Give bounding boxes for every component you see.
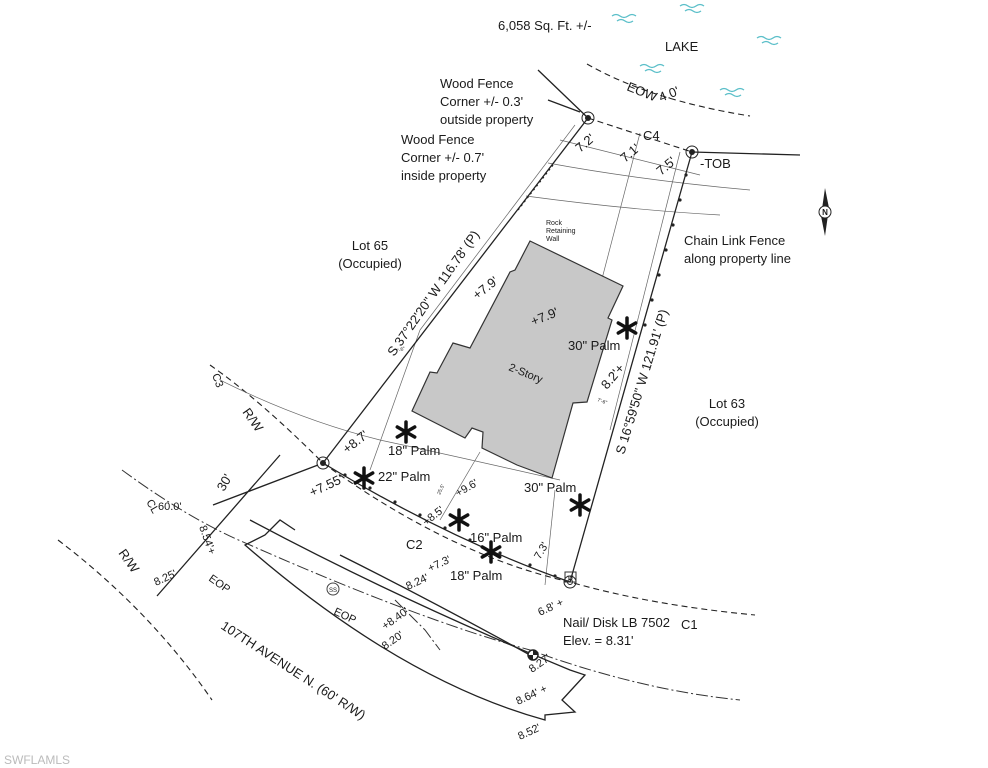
retaining-wall-line2: Retaining (546, 228, 576, 235)
corner-monument-ne (685, 145, 699, 159)
lot65-line1: Lot 65 (352, 238, 388, 253)
fence-inside-line2: Corner +/- 0.7' (401, 150, 484, 165)
right-of-way-label-north: R/W (240, 405, 267, 435)
benchmark-icon (527, 649, 539, 661)
right-of-way-line-south (57, 539, 213, 701)
elev-7-3-east: 7.3' (532, 540, 551, 561)
watermark: SWFLAMLS (4, 753, 70, 767)
setback-note-front: 25.5' (436, 484, 446, 496)
elev-7-3-front: +7.3' (426, 554, 453, 575)
curve-c1-label: C1 (681, 617, 698, 632)
road-dashdot (394, 599, 441, 651)
curve-c2-label: C2 (406, 537, 423, 552)
retaining-wall-line1: Rock (546, 220, 562, 227)
palm-icon (395, 420, 417, 444)
rear-dim-3: 7.5' (653, 154, 678, 179)
eop-label-south: EOP (206, 573, 232, 596)
lake-label: LAKE (665, 39, 699, 54)
edge-of-pavement-north (339, 554, 531, 656)
road-pavement (243, 519, 587, 721)
dimension-lines (156, 454, 319, 597)
right-of-way-label-south: R/W (116, 546, 143, 576)
fence-inside-line3: inside property (401, 168, 487, 183)
chain-link-line2: along property line (684, 251, 791, 266)
svg-text:W: W (568, 576, 574, 582)
chain-link-fence-posts (343, 173, 688, 578)
curve-c3-label: C3 (209, 372, 225, 389)
bearing-west-line: S 37°22'20" W 116.78' (P) (384, 228, 482, 359)
elev-8-24: 8.24' (404, 572, 430, 593)
fence-outside-line3: outside property (440, 112, 534, 127)
setback-note-west: 7'-6" (395, 346, 407, 355)
elev-8-2: 8.2'+ (598, 361, 628, 392)
building-footprint (411, 240, 624, 479)
elev-7-55: +7.55' (307, 471, 345, 500)
top-of-bank-line (691, 151, 801, 156)
fence-outside-line1: Wood Fence (440, 76, 513, 91)
palm-icon (448, 508, 470, 532)
lot63-line2: (Occupied) (695, 414, 759, 429)
palm-icon (480, 540, 502, 564)
tob-label: -TOB (700, 156, 731, 171)
corner-monument-sw (316, 456, 330, 470)
palm-icon (569, 493, 591, 517)
benchmark-line2: Elev. = 8.31' (563, 633, 634, 648)
lot63-line1: Lot 63 (709, 396, 745, 411)
svg-text:N: N (822, 208, 828, 217)
lot-line-rear (587, 117, 693, 153)
right-of-way-line-north (209, 364, 756, 616)
north-arrow-icon: N (818, 188, 832, 236)
palm-icon (353, 466, 375, 490)
chain-link-line1: Chain Link Fence (684, 233, 785, 248)
elev-6-8: 6.8' + (536, 596, 565, 618)
elev-8-52: 8.52' (516, 722, 542, 743)
palm-label-16: 16" Palm (470, 530, 522, 545)
fence-inside-line1: Wood Fence (401, 132, 474, 147)
benchmark-line1: Nail/ Disk LB 7502 (563, 615, 670, 630)
sanitary-sewer-icon: SS (326, 582, 340, 596)
rear-dim-2: 7.1' (617, 141, 642, 166)
palm-label-18-south: 18" Palm (450, 568, 502, 583)
setback-note-east: 7'-6" (596, 397, 608, 406)
elev-8-20: 8.20' (380, 629, 406, 652)
palm-icon (616, 316, 638, 340)
retaining-wall-line3: Wall (546, 236, 560, 243)
eow-elevation: 4.0' (657, 83, 682, 105)
road-width-label: 60.0' (158, 501, 182, 513)
corner-monument-nw (581, 111, 595, 125)
road-name-label: 107TH AVENUE N. (60' R/W) (218, 618, 368, 723)
fence-outside-line2: Corner +/- 0.3' (440, 94, 523, 109)
elev-8-40: +8.40' (380, 605, 411, 632)
palm-label-30-east: 30" Palm (568, 338, 620, 353)
elev-8-7: +8.7' (340, 427, 371, 456)
area-label: 6,058 Sq. Ft. +/- (498, 18, 592, 33)
lot-line-west (322, 117, 589, 464)
palm-label-22: 22" Palm (378, 469, 430, 484)
palm-label-18-north: 18" Palm (388, 443, 440, 458)
curve-c4-label: C4 (643, 128, 660, 143)
water-symbols (611, 3, 782, 98)
water-meter-icon: W (564, 571, 577, 583)
elev-8-64: 8.64' + (514, 683, 549, 708)
svg-text:SS: SS (329, 588, 337, 594)
lot65-line2: (Occupied) (338, 256, 402, 271)
elev-9-6: +9.6' (454, 477, 481, 499)
palm-label-30-south: 30" Palm (524, 480, 576, 495)
setback-30-label: 30' (214, 471, 235, 493)
wood-fence (537, 69, 589, 119)
eow-label: EOW (625, 79, 660, 105)
